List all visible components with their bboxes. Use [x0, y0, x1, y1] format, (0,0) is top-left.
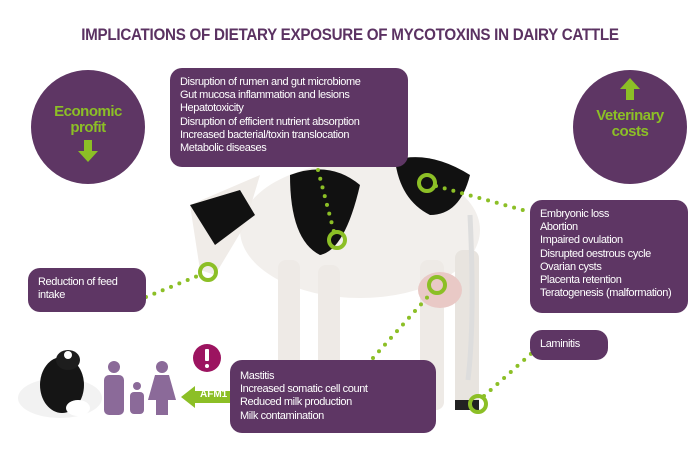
- effect-item: Disruption of rumen and gut microbiome: [180, 76, 361, 88]
- arrow-down-icon: [78, 140, 98, 162]
- costs-label: costs: [611, 123, 649, 140]
- effect-item: Hepatotoxicity: [180, 102, 244, 115]
- family-icon: [104, 361, 176, 415]
- effect-item: Mastitis: [240, 370, 275, 382]
- afm1-label: AFM1: [200, 389, 228, 400]
- veterinary-costs-circle: Veterinary costs: [573, 70, 687, 184]
- effect-item: Milk contamination: [240, 409, 324, 422]
- effect-item: Metabolic diseases: [180, 142, 267, 155]
- effect-item: Increased somatic cell count: [240, 383, 368, 396]
- feed-intake-box: Reduction of feed intake: [28, 268, 146, 312]
- milk-effects-box: Mastitis Increased somatic cell count Re…: [230, 360, 436, 433]
- effect-item: Reduction of feed: [38, 276, 118, 288]
- economic-label: Economic: [54, 103, 122, 120]
- effect-item: Reduced milk production: [240, 396, 352, 409]
- effect-item: intake: [38, 289, 65, 302]
- laminitis-box: Laminitis: [530, 330, 608, 360]
- profit-label: profit: [70, 119, 106, 136]
- calf-illustration: [18, 350, 102, 418]
- economic-profit-circle: Economic profit: [31, 70, 145, 184]
- effect-item: Embryonic loss: [540, 208, 609, 220]
- veterinary-label: Veterinary: [596, 107, 664, 124]
- digestive-effects-box: Disruption of rumen and gut microbiome G…: [170, 68, 408, 167]
- effect-item: Disrupted oestrous cycle: [540, 247, 651, 260]
- effect-item: Teratogenesis (malformation): [540, 287, 672, 300]
- effect-item: Abortion: [540, 221, 578, 234]
- effect-item: Disruption of efficient nutrient absorpt…: [180, 115, 360, 128]
- arrow-left-icon: [181, 386, 236, 408]
- arrow-up-icon: [620, 78, 640, 100]
- effect-item: Impaired ovulation: [540, 234, 623, 247]
- effect-item: Increased bacterial/toxin translocation: [180, 128, 350, 141]
- effect-item: Placenta retention: [540, 274, 622, 287]
- connector-lines: [144, 168, 535, 398]
- page-title: IMPLICATIONS OF DIETARY EXPOSURE OF MYCO…: [81, 26, 619, 44]
- effect-item: Gut mucosa inflammation and lesions: [180, 89, 350, 102]
- effect-item: Ovarian cysts: [540, 260, 602, 273]
- effect-item: Laminitis: [540, 338, 580, 350]
- reproductive-effects-box: Embryonic loss Abortion Impaired ovulati…: [530, 200, 688, 313]
- marker-circles: [198, 173, 488, 414]
